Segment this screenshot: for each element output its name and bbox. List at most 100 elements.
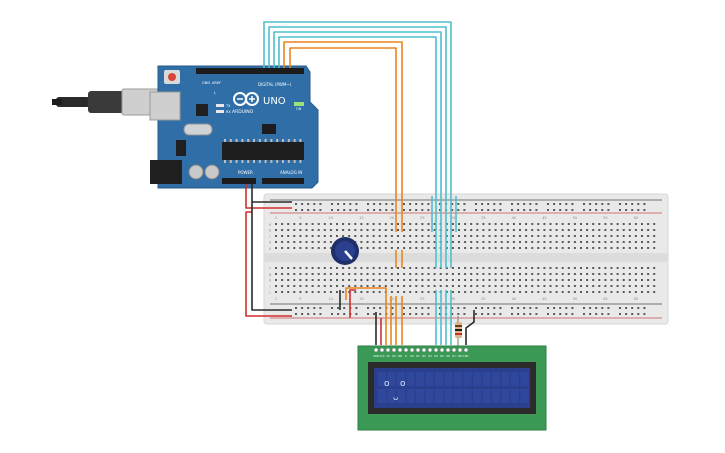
breadboard-hole[interactable] [488,229,491,231]
rail-hole[interactable] [619,307,621,309]
breadboard-hole[interactable] [403,291,406,293]
breadboard-hole[interactable] [580,241,582,243]
breadboard-hole[interactable] [433,291,436,293]
breadboard-hole[interactable] [451,291,454,293]
breadboard-hole[interactable] [378,229,381,231]
rail-hole[interactable] [565,209,568,211]
rail-hole[interactable] [517,203,520,205]
breadboard-hole[interactable] [287,267,290,269]
breadboard-hole[interactable] [458,229,460,231]
breadboard-hole[interactable] [293,267,296,269]
breadboard-hole[interactable] [561,229,564,231]
rail-hole[interactable] [529,203,532,205]
breadboard-hole[interactable] [500,241,503,243]
rail-hole[interactable] [439,313,441,315]
rail-hole[interactable] [595,203,598,205]
rail-hole[interactable] [637,313,640,315]
breadboard-hole[interactable] [616,279,619,281]
breadboard-hole[interactable] [305,229,308,231]
rail-hole[interactable] [319,203,322,205]
breadboard-hole[interactable] [287,273,290,275]
wire-black[interactable] [465,310,475,345]
breadboard-hole[interactable] [470,285,473,287]
breadboard-hole[interactable] [647,279,650,281]
breadboard-hole[interactable] [390,291,393,293]
rail-hole[interactable] [367,313,369,315]
breadboard-hole[interactable] [634,247,637,249]
breadboard-hole[interactable] [329,279,332,281]
breadboard-hole[interactable] [573,235,576,237]
breadboard-hole[interactable] [439,279,442,281]
breadboard-hole[interactable] [464,273,467,275]
breadboard-hole[interactable] [567,291,570,293]
breadboard-hole[interactable] [647,247,650,249]
breadboard-hole[interactable] [647,285,650,287]
breadboard-hole[interactable] [506,223,509,225]
breadboard-hole[interactable] [397,247,399,249]
breadboard-hole[interactable] [592,247,595,249]
breadboard-hole[interactable] [488,267,491,269]
breadboard-hole[interactable] [348,273,351,275]
breadboard-hole[interactable] [354,273,357,275]
breadboard-hole[interactable] [403,247,406,249]
breadboard-hole[interactable] [323,291,326,293]
rail-hole[interactable] [457,209,460,211]
breadboard[interactable]: 1155101015152020252530303535404045455050… [263,193,669,325]
rail-hole[interactable] [301,203,304,205]
breadboard-hole[interactable] [390,223,393,225]
breadboard-hole[interactable] [634,223,637,225]
breadboard-hole[interactable] [628,241,631,243]
breadboard-hole[interactable] [281,279,284,281]
breadboard-hole[interactable] [366,273,369,275]
rail-hole[interactable] [475,209,477,211]
breadboard-hole[interactable] [555,229,558,231]
breadboard-hole[interactable] [482,285,485,287]
breadboard-hole[interactable] [592,291,595,293]
breadboard-hole[interactable] [555,241,558,243]
wire-orange[interactable] [289,47,397,232]
breadboard-hole[interactable] [543,229,546,231]
breadboard-hole[interactable] [555,247,558,249]
rail-hole[interactable] [349,203,352,205]
rail-hole[interactable] [595,209,598,211]
rail-hole[interactable] [331,203,333,205]
breadboard-hole[interactable] [628,279,631,281]
breadboard-hole[interactable] [476,267,479,269]
breadboard-hole[interactable] [323,241,326,243]
breadboard-hole[interactable] [293,223,296,225]
breadboard-hole[interactable] [494,241,497,243]
breadboard-hole[interactable] [622,285,625,287]
breadboard-hole[interactable] [384,285,387,287]
breadboard-hole[interactable] [403,223,406,225]
breadboard-hole[interactable] [653,291,656,293]
breadboard-hole[interactable] [397,273,399,275]
breadboard-hole[interactable] [281,235,284,237]
potentiometer[interactable] [331,237,359,265]
breadboard-hole[interactable] [366,291,369,293]
breadboard-hole[interactable] [415,235,418,237]
breadboard-hole[interactable] [378,235,381,237]
wire-black[interactable] [251,202,292,311]
breadboard-hole[interactable] [549,285,552,287]
breadboard-hole[interactable] [616,285,619,287]
breadboard-hole[interactable] [500,279,503,281]
rail-hole[interactable] [415,313,418,315]
breadboard-hole[interactable] [317,273,320,275]
rail-hole[interactable] [379,307,382,309]
rail-hole[interactable] [637,209,640,211]
breadboard-hole[interactable] [366,235,369,237]
breadboard-hole[interactable] [384,247,387,249]
rail-hole[interactable] [619,209,621,211]
rail-hole[interactable] [337,307,340,309]
breadboard-hole[interactable] [372,223,375,225]
breadboard-hole[interactable] [293,247,296,249]
breadboard-hole[interactable] [458,241,460,243]
breadboard-hole[interactable] [537,229,540,231]
rail-hole[interactable] [307,203,310,205]
breadboard-hole[interactable] [604,267,607,269]
breadboard-hole[interactable] [592,241,595,243]
breadboard-hole[interactable] [610,241,613,243]
breadboard-hole[interactable] [549,267,552,269]
rail-hole[interactable] [631,307,634,309]
breadboard-hole[interactable] [476,247,479,249]
